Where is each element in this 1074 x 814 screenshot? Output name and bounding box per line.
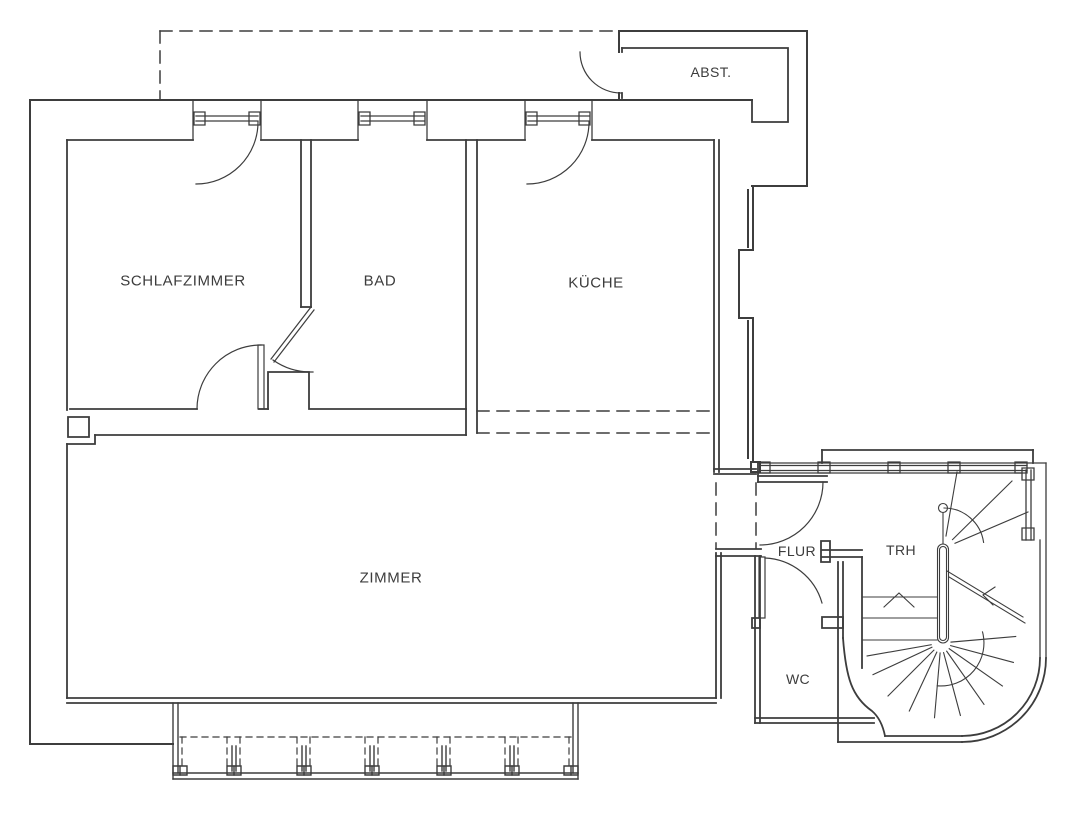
door-leaf-schlafzimmer bbox=[258, 345, 264, 409]
door-arc-bad bbox=[273, 360, 313, 372]
dashed-lines bbox=[160, 31, 756, 548]
door-arc-entry bbox=[760, 482, 823, 545]
windows bbox=[193, 100, 1046, 658]
interior-walls bbox=[67, 48, 1033, 742]
room-label-wc: WC bbox=[785, 671, 811, 687]
room-label-kueche: KÜCHE bbox=[568, 274, 624, 292]
room-label-schlafzimmer: SCHLAFZIMMER bbox=[120, 272, 246, 290]
room-label-zimmer: ZIMMER bbox=[359, 569, 423, 587]
doors bbox=[196, 52, 823, 618]
stair-direction-arrow bbox=[983, 587, 995, 605]
door-leaf-bad bbox=[271, 307, 311, 359]
outer-walls bbox=[30, 31, 807, 744]
door-arc-wc bbox=[765, 558, 822, 603]
room-label-abst: ABST. bbox=[690, 64, 732, 80]
balcony-bay bbox=[173, 703, 578, 779]
room-label-trh: TRH bbox=[886, 542, 916, 558]
room-label-flur: FLUR bbox=[777, 543, 817, 559]
stair-up-arrow bbox=[884, 593, 914, 607]
door-arc-schlafzimmer bbox=[197, 345, 261, 409]
folding-panels-dashed bbox=[180, 737, 571, 765]
room-label-bad: BAD bbox=[363, 272, 397, 290]
door-arc-abst bbox=[580, 52, 621, 93]
window-door-arc-schlafzimmer bbox=[196, 122, 258, 184]
window-door-arc-kueche bbox=[527, 122, 589, 184]
railing-posts bbox=[173, 766, 578, 775]
staircase bbox=[838, 472, 1046, 742]
door-leaf-wc bbox=[759, 557, 765, 618]
